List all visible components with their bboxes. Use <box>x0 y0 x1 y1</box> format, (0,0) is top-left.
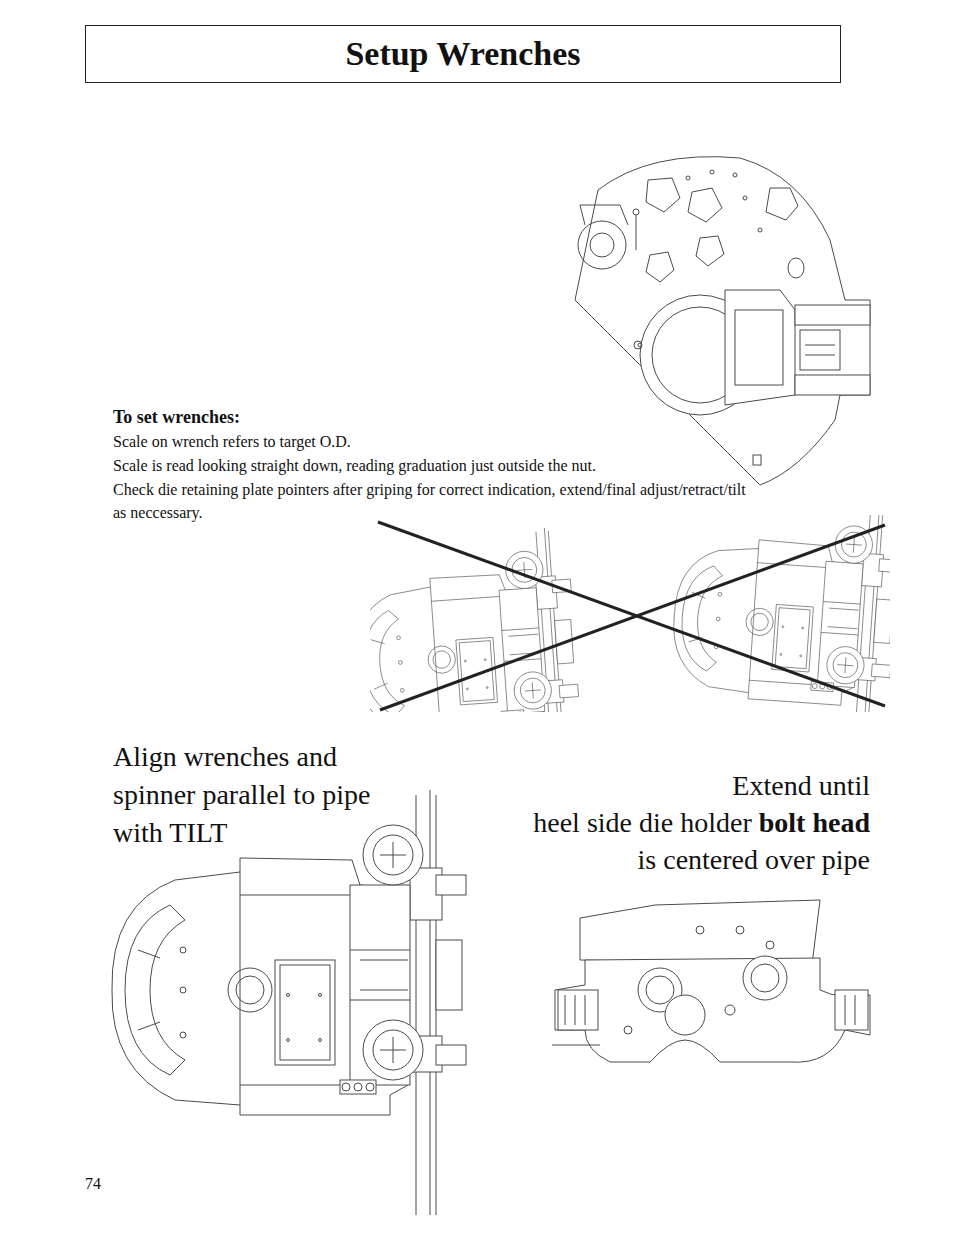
cross-line <box>380 525 885 710</box>
front-view-figure <box>552 900 870 1062</box>
note-heading: To set wrenches: <box>113 405 240 429</box>
note-line: Check die retaining plate pointers after… <box>113 478 758 524</box>
instruction-text: Align wrenches and spinner parallel to p… <box>113 738 405 852</box>
instruction-block: Extend untilheel side die holder bolt hea… <box>450 767 870 878</box>
wrench-top-figure <box>575 157 870 485</box>
note-line: Scale on wrench refers to target O.D. <box>113 430 351 453</box>
aligned-figure <box>112 790 466 1215</box>
page-number: 74 <box>85 1174 101 1194</box>
misaligned-figures <box>370 515 890 712</box>
page-title: Setup Wrenches <box>86 26 840 81</box>
note-line: Scale is read looking straight down, rea… <box>113 454 596 477</box>
instruction-text: is centered over pipe <box>450 841 870 878</box>
cross-line <box>378 522 885 706</box>
instruction-text: Extend until <box>450 767 870 804</box>
instruction-text: heel side die holder <box>533 807 751 838</box>
title-box: Setup Wrenches <box>85 25 841 83</box>
instruction-emphasis: bolt head <box>759 807 870 838</box>
